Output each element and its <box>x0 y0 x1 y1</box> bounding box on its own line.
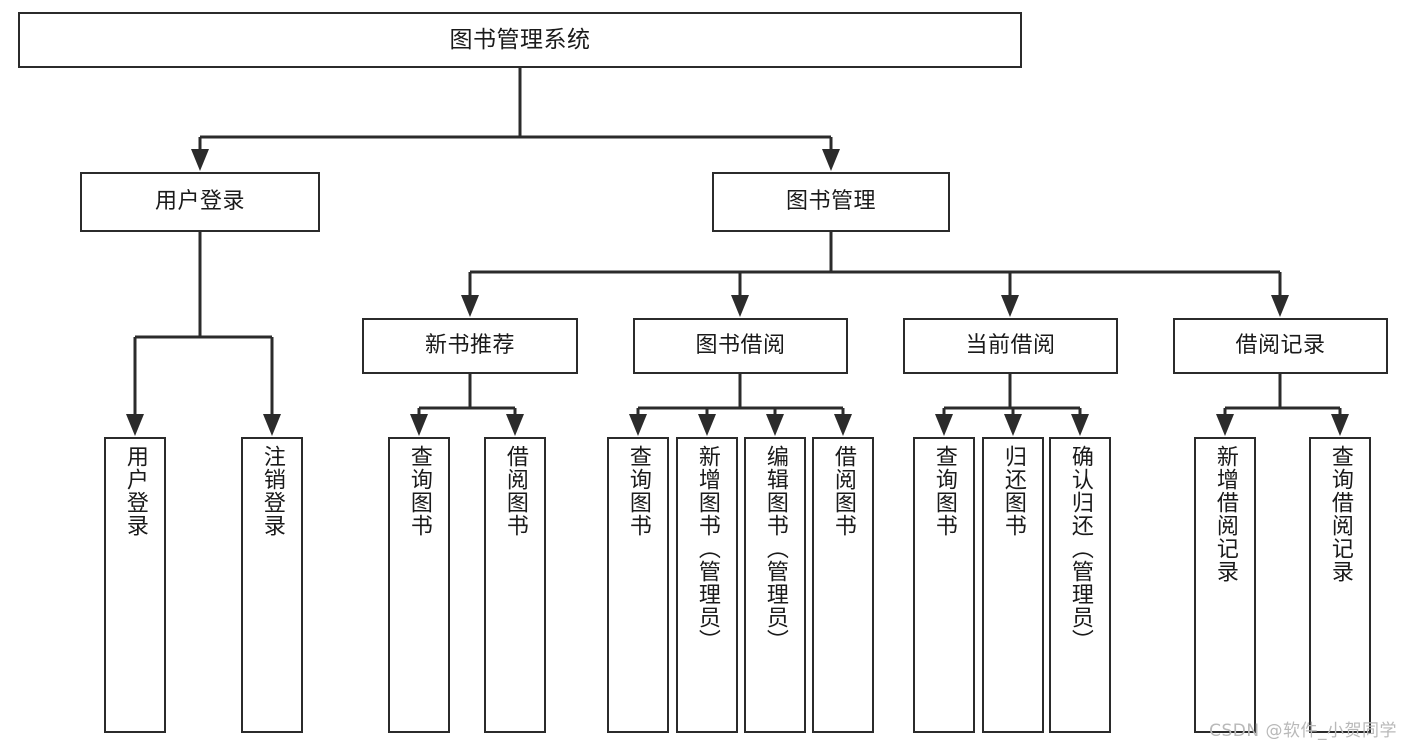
node-leaf-6[interactable]: 编辑图书（管理员） <box>744 437 806 733</box>
node-level3-2-label: 当前借阅 <box>965 333 1056 359</box>
node-leaf-12[interactable]: 查询借阅记录 <box>1309 437 1371 733</box>
arrowhead-icon <box>126 414 144 436</box>
node-level2-1[interactable]: 图书管理 <box>712 172 950 232</box>
node-leaf-11[interactable]: 新增借阅记录 <box>1194 437 1256 733</box>
node-root[interactable]: 图书管理系统 <box>18 12 1022 68</box>
node-level3-1-label: 图书借阅 <box>695 333 786 359</box>
arrowhead-icon <box>698 414 716 436</box>
node-leaf-8[interactable]: 查询图书 <box>913 437 975 733</box>
node-leaf-3-label: 借阅图书 <box>502 445 528 537</box>
node-leaf-0-label: 用户登录 <box>122 445 148 537</box>
node-leaf-12-label: 查询借阅记录 <box>1327 445 1353 583</box>
node-leaf-4-label: 查询图书 <box>625 445 651 537</box>
arrowhead-icon <box>1071 414 1089 436</box>
node-leaf-0[interactable]: 用户登录 <box>104 437 166 733</box>
arrowhead-icon <box>935 414 953 436</box>
node-leaf-7-label: 借阅图书 <box>830 445 856 537</box>
node-leaf-11-label: 新增借阅记录 <box>1212 445 1238 583</box>
node-level3-1[interactable]: 图书借阅 <box>633 318 848 374</box>
node-leaf-1[interactable]: 注销登录 <box>241 437 303 733</box>
node-level2-0-label: 用户登录 <box>154 189 245 215</box>
arrowhead-icon <box>1004 414 1022 436</box>
node-level2-1-label: 图书管理 <box>785 189 876 215</box>
arrowhead-icon <box>731 295 749 317</box>
node-leaf-2[interactable]: 查询图书 <box>388 437 450 733</box>
node-level3-2[interactable]: 当前借阅 <box>903 318 1118 374</box>
arrowhead-icon <box>506 414 524 436</box>
arrowhead-icon <box>834 414 852 436</box>
node-leaf-1-label: 注销登录 <box>259 445 285 537</box>
arrowhead-icon <box>1216 414 1234 436</box>
arrowhead-icon <box>629 414 647 436</box>
node-level3-3-label: 借阅记录 <box>1235 333 1326 359</box>
node-leaf-10-label: 确认归还（管理员） <box>1067 445 1093 652</box>
node-level3-0-label: 新书推荐 <box>424 333 515 359</box>
arrowhead-icon <box>822 149 840 171</box>
arrowhead-icon <box>766 414 784 436</box>
node-leaf-7[interactable]: 借阅图书 <box>812 437 874 733</box>
node-leaf-5-label: 新增图书（管理员） <box>694 445 720 652</box>
arrowhead-icon <box>1001 295 1019 317</box>
node-leaf-5[interactable]: 新增图书（管理员） <box>676 437 738 733</box>
node-leaf-9[interactable]: 归还图书 <box>982 437 1044 733</box>
node-leaf-10[interactable]: 确认归还（管理员） <box>1049 437 1111 733</box>
arrowhead-icon <box>191 149 209 171</box>
arrowhead-icon <box>1271 295 1289 317</box>
arrowhead-icon <box>410 414 428 436</box>
node-leaf-4[interactable]: 查询图书 <box>607 437 669 733</box>
node-leaf-9-label: 归还图书 <box>1000 445 1026 537</box>
node-level2-0[interactable]: 用户登录 <box>80 172 320 232</box>
watermark-text: CSDN @软件_小贺同学 <box>1209 721 1397 741</box>
arrowhead-icon <box>263 414 281 436</box>
arrowhead-icon <box>1331 414 1349 436</box>
node-leaf-2-label: 查询图书 <box>406 445 432 537</box>
node-leaf-8-label: 查询图书 <box>931 445 957 537</box>
node-leaf-6-label: 编辑图书（管理员） <box>762 445 788 652</box>
node-level3-3[interactable]: 借阅记录 <box>1173 318 1388 374</box>
node-root-label: 图书管理系统 <box>449 26 591 53</box>
node-level3-0[interactable]: 新书推荐 <box>362 318 578 374</box>
arrowhead-icon <box>461 295 479 317</box>
node-leaf-3[interactable]: 借阅图书 <box>484 437 546 733</box>
